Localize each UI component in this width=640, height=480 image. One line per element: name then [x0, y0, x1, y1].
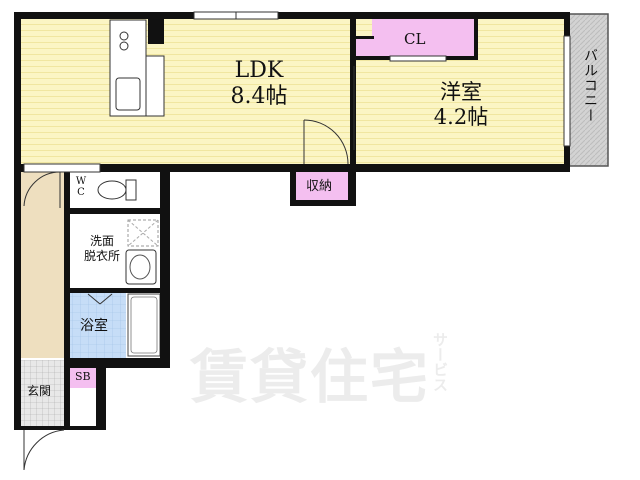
hallway-floor: [20, 172, 64, 358]
toilet-label-line2: C: [77, 187, 85, 198]
shoebox-area: [68, 366, 100, 388]
closet-area-notch: [356, 38, 376, 58]
kitchen-sink: [115, 77, 141, 111]
washroom-label: 洗面 脱衣所: [78, 234, 126, 264]
storage-label: 収納: [306, 179, 333, 194]
ldk-label: LDK 8.4帖: [218, 58, 300, 111]
closet-area: [372, 18, 476, 58]
balcony-label: バルコニー: [582, 48, 598, 123]
watermark-main: 賃貸住宅: [190, 343, 431, 411]
entrance-floor: [20, 360, 64, 428]
bath-floor: [70, 292, 126, 358]
door-hall: [23, 171, 61, 207]
storage-area: [296, 172, 348, 200]
western-name: 洋室: [440, 80, 482, 104]
bath-label: 浴室: [80, 318, 108, 334]
closet-label: CL: [404, 30, 426, 48]
window-balcony: [563, 35, 571, 147]
toilet-bowl: [97, 180, 127, 200]
toilet-label-line1: W: [75, 176, 87, 187]
ldk-name: LDK: [234, 58, 284, 83]
western-size: 4.2帖: [433, 105, 489, 130]
entrance-label: 玄関: [27, 384, 52, 398]
toilet-label: W C: [74, 176, 88, 198]
window-hall: [23, 163, 101, 173]
balcony-area: [567, 13, 609, 167]
ldk-floor: [20, 18, 352, 164]
door-entrance: [23, 429, 65, 471]
shoebox-label: SB: [75, 370, 91, 383]
ldk-size: 8.4帖: [230, 84, 288, 110]
door-ldk: [303, 119, 349, 165]
western-label: 洋室 4.2帖: [420, 80, 502, 130]
window-western: [389, 55, 447, 62]
washroom-label-line1: 洗面: [89, 234, 114, 248]
watermark-sub: サービス: [431, 332, 449, 392]
washroom-label-line2: 脱衣所: [83, 249, 120, 263]
